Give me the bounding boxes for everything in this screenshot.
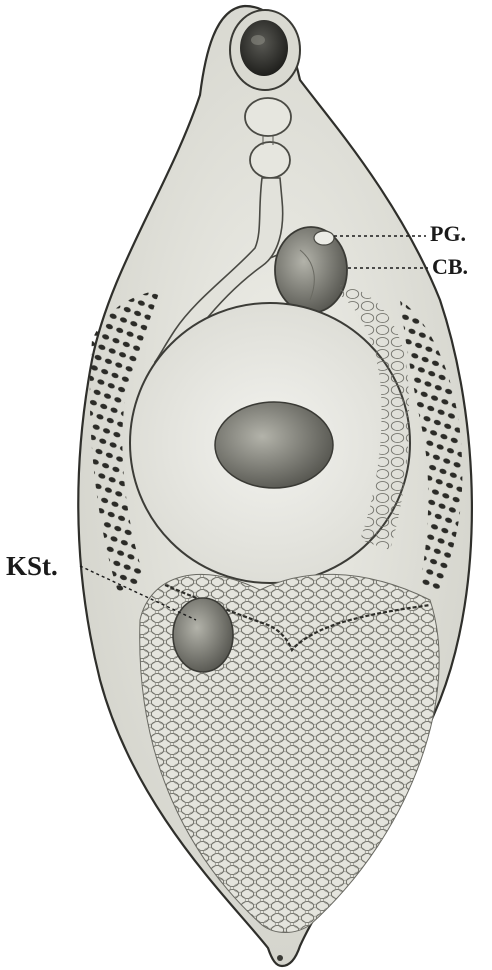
ventral-sucker-cavity [215,402,333,488]
label-cb: CB. [432,256,468,278]
seminal-receptacle [173,598,233,672]
pharynx-bulb [250,142,290,178]
cirrus-pouch [275,227,347,313]
label-kst: KSt. [6,553,58,580]
pharynx [245,98,291,136]
genital-pore [314,231,334,245]
uterus-egg-mass [120,550,470,950]
label-pg: PG. [430,223,466,245]
oral-sucker-opening [240,20,288,76]
